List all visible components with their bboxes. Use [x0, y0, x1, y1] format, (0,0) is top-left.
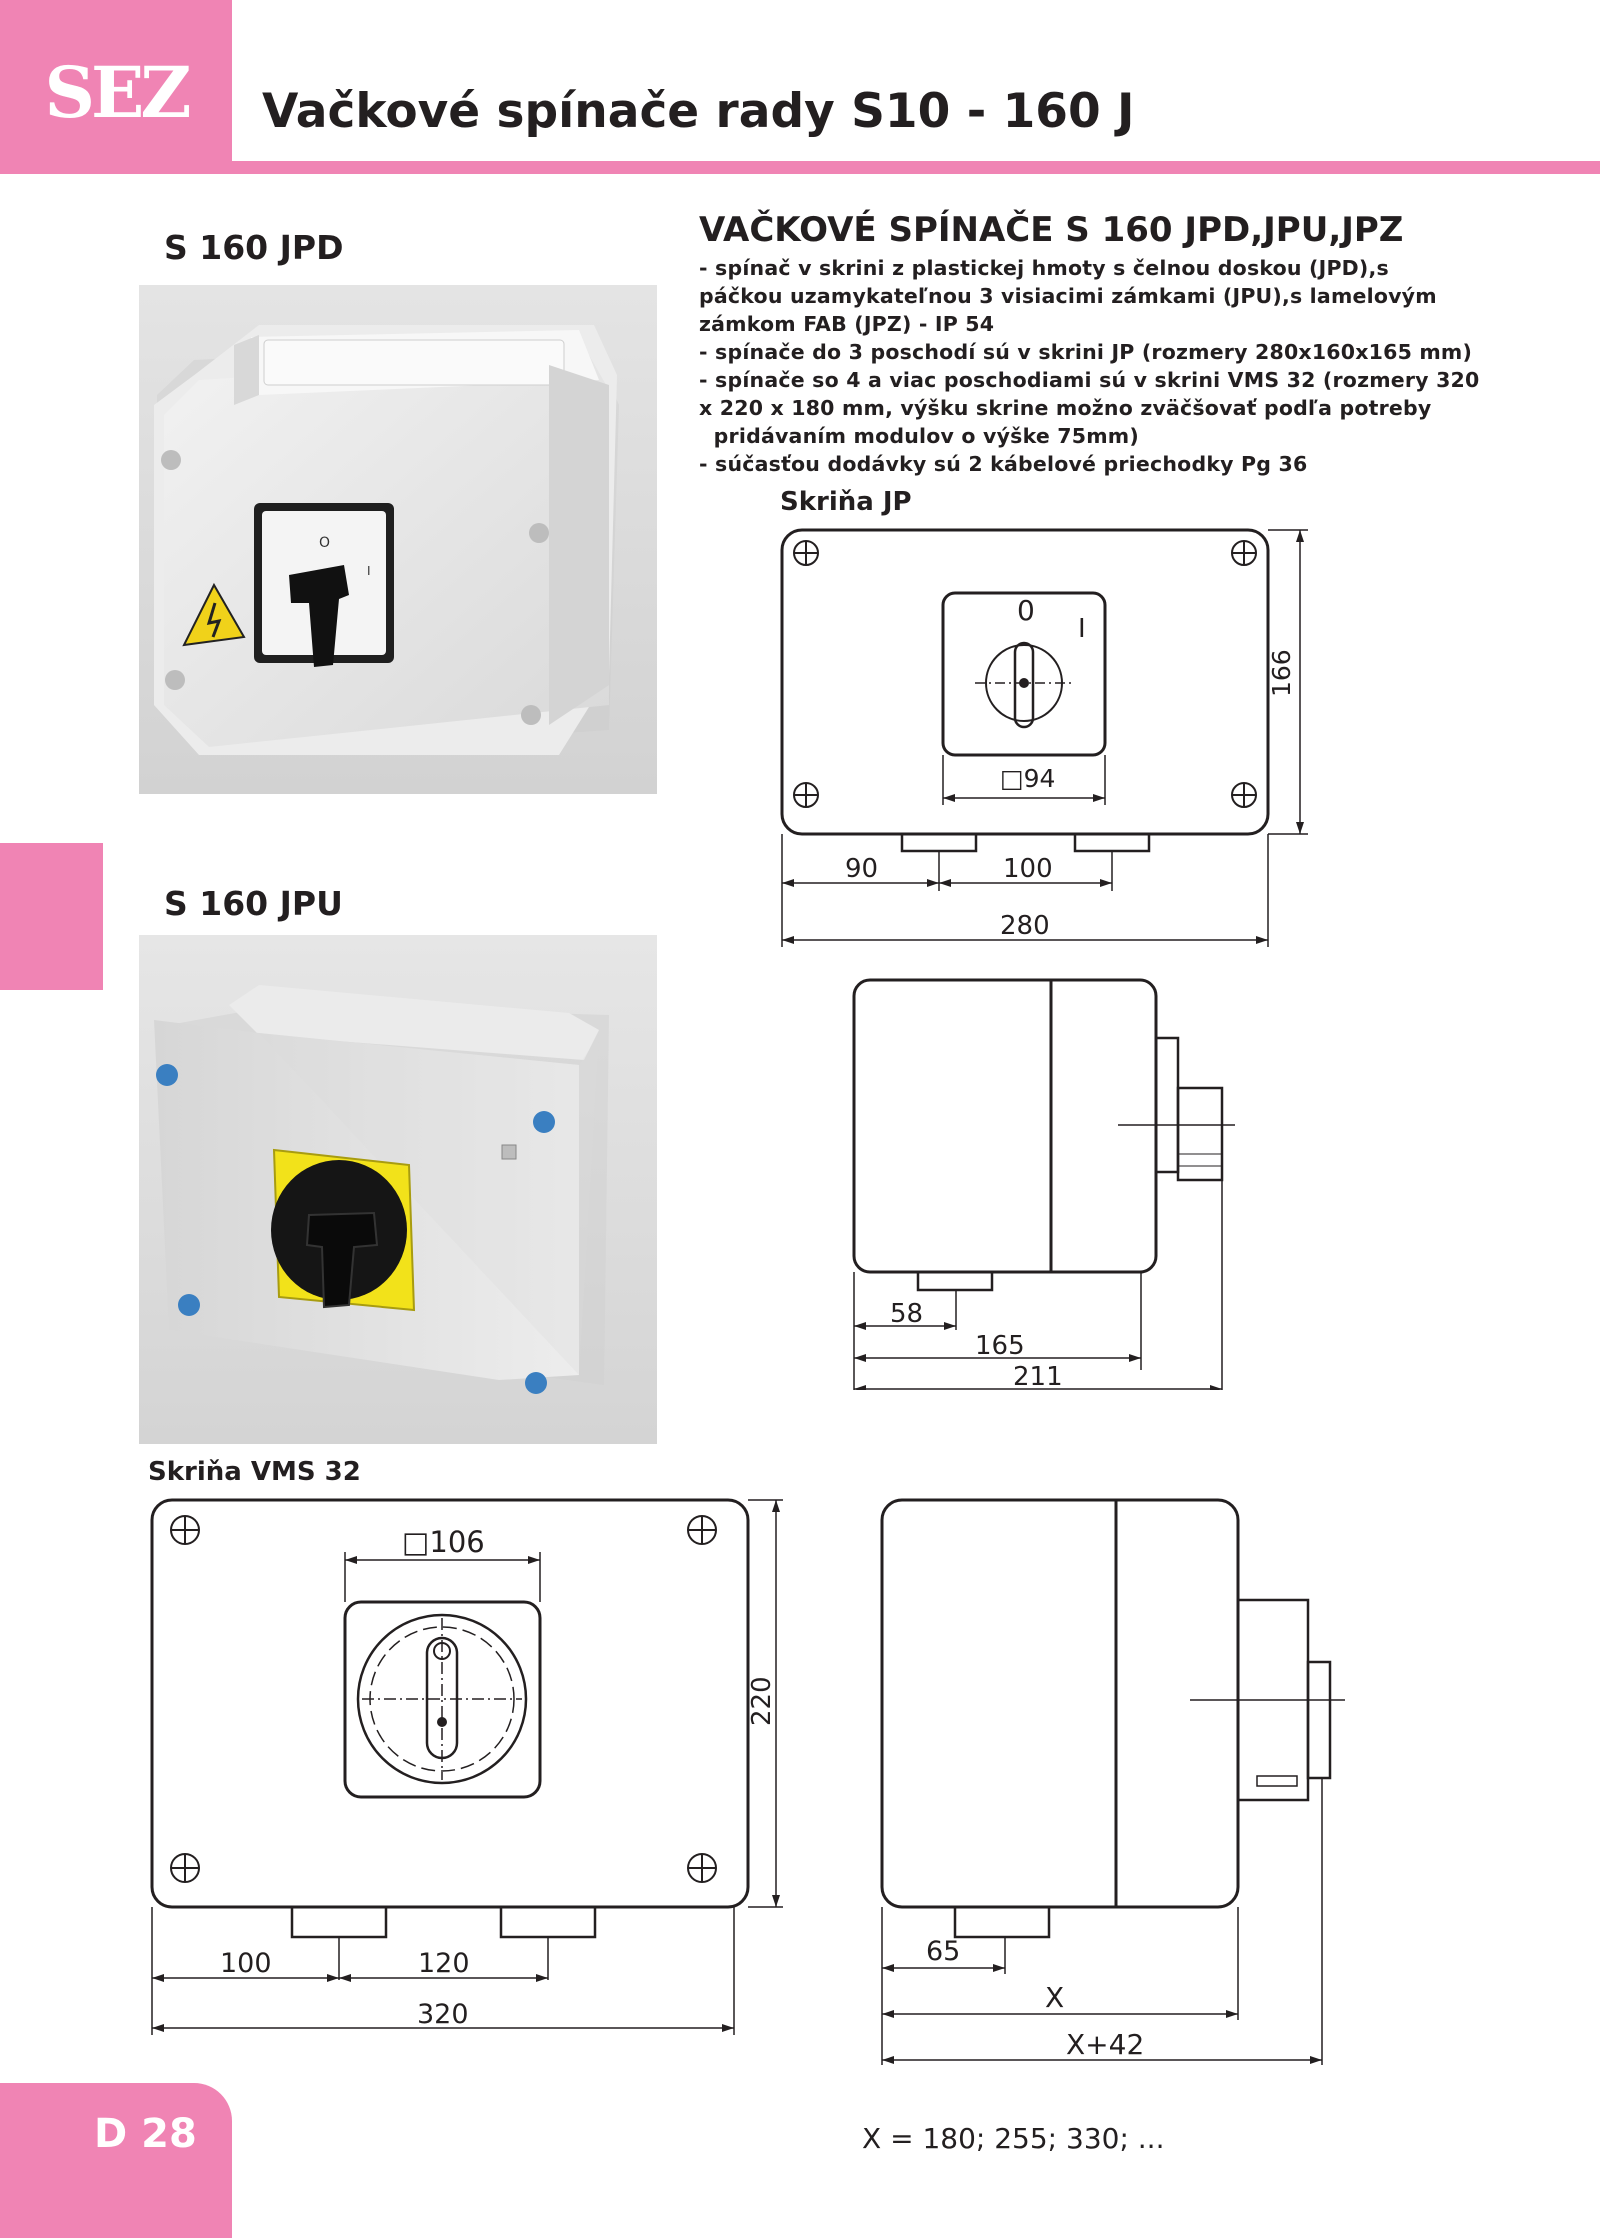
- dimension-formula: X = 180; 255; 330; ...: [862, 2122, 1165, 2155]
- vms-drawing-label: Skriňa VMS 32: [148, 1457, 361, 1487]
- dim-width-280: 280: [1000, 911, 1050, 941]
- description-line: x 220 x 180 mm, výšku skrine možno zväčš…: [699, 396, 1432, 420]
- section-tab: [0, 843, 103, 990]
- company-logo: SEZ: [44, 51, 191, 134]
- description-line: pridávaním modulov o výške 75mm): [699, 424, 1139, 448]
- dim-gland-spacing-120: 120: [418, 1948, 470, 1979]
- side-dim-65: 65: [926, 1936, 960, 1967]
- switch-position-1: I: [1078, 614, 1086, 644]
- dim-height-220: 220: [747, 1676, 777, 1726]
- dim-left-100: 100: [220, 1948, 272, 1979]
- description-line: - súčasťou dodávky sú 2 kábelové priecho…: [699, 452, 1308, 476]
- svg-text:O: O: [319, 535, 330, 551]
- description-line: zámkom FAB (JPZ) - IP 54: [699, 312, 995, 336]
- description-line: - spínače do 3 poschodí sú v skrini JP (…: [699, 340, 1473, 364]
- header-rule: [232, 161, 1600, 174]
- product-label-jpd: S 160 JPD: [164, 228, 344, 267]
- dim-gland-spacing-100: 100: [1003, 854, 1053, 884]
- description-line: páčkou uzamykateľnou 3 visiacimi zámkami…: [699, 284, 1437, 308]
- product-photo-jpd: O I: [139, 285, 657, 794]
- logo-block: [0, 0, 232, 174]
- page-title: Vačkové spínače rady S10 - 160 J: [262, 84, 1135, 139]
- side-dim-x: X: [1045, 1981, 1064, 2014]
- jp-drawing-label: Skriňa JP: [780, 487, 912, 517]
- vms-side-drawing: 65 X X+42: [880, 1498, 1345, 2065]
- side-dim-58: 58: [890, 1299, 923, 1329]
- dim-height-166: 166: [1267, 649, 1296, 697]
- product-photo-jpu: [139, 935, 657, 1444]
- product-label-jpu: S 160 JPU: [164, 884, 343, 923]
- svg-text:I: I: [367, 564, 371, 578]
- jp-front-drawing: 0 I □94 166 90 100 280: [780, 528, 1308, 947]
- description-text: - spínač v skrini z plastickej hmoty s č…: [699, 254, 1479, 478]
- description-title: VAČKOVÉ SPÍNAČE S 160 JPD,JPU,JPZ: [699, 210, 1404, 250]
- page-tab: [0, 2083, 232, 2238]
- dim-left-90: 90: [845, 854, 878, 884]
- dim-square-106: □106: [402, 1525, 485, 1559]
- dim-square-94: □94: [1000, 764, 1055, 793]
- description-line: - spínače so 4 a viac poschodiami sú v s…: [699, 368, 1480, 392]
- jp-side-drawing: 58 165 211: [852, 978, 1235, 1390]
- vms-front-drawing: □106 220 100 120 320: [150, 1498, 783, 2035]
- side-dim-x-plus-42: X+42: [1066, 2028, 1144, 2061]
- side-dim-165: 165: [975, 1331, 1025, 1361]
- description-line: - spínač v skrini z plastickej hmoty s č…: [699, 256, 1389, 280]
- switch-position-0: 0: [1017, 594, 1035, 627]
- dim-width-320: 320: [417, 1999, 469, 2030]
- page-number: D 28: [94, 2111, 197, 2157]
- side-dim-211: 211: [1013, 1362, 1063, 1390]
